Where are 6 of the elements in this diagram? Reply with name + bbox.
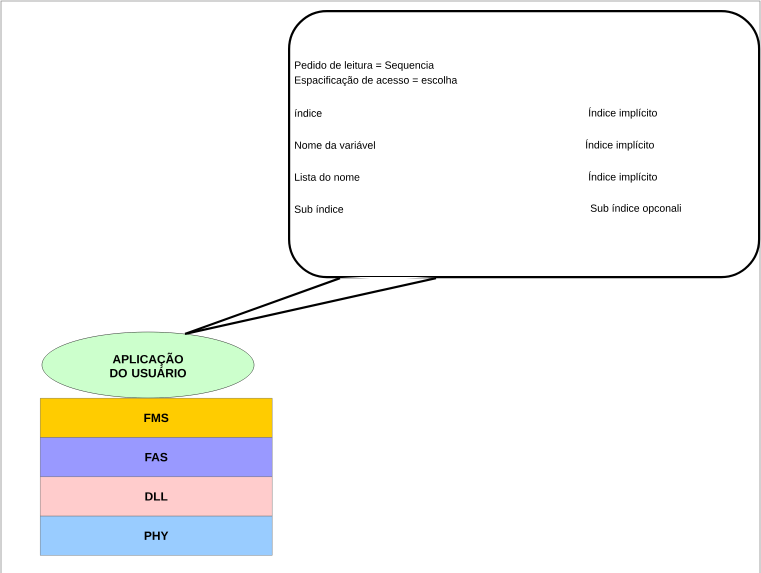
layer-box: PHY — [40, 516, 272, 556]
layer-box: DLL — [40, 476, 272, 516]
connector — [184, 277, 436, 335]
layer-box: FAS — [40, 437, 272, 477]
layer-box: FMS — [40, 398, 272, 438]
speech-bubble: Pedido de leitura = Sequencia Espacificação de acesso = escolha índice Índice implícito Nome da variável Índice implícito Lista do nome Índice implícito Sub índice Sub índice opconali — [288, 10, 760, 278]
